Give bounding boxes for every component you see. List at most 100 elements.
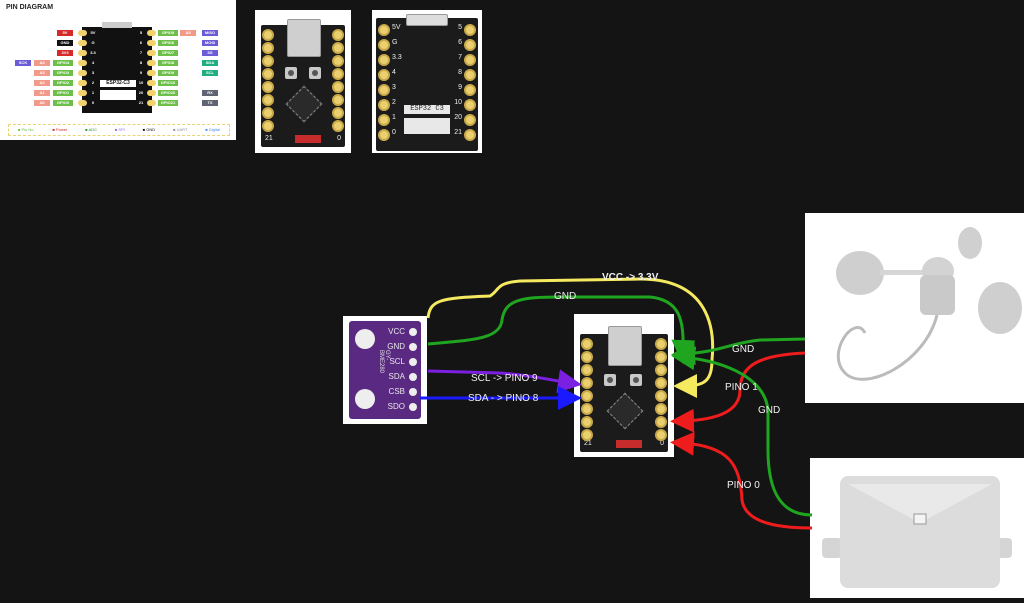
esp32-main-board: 21 0 <box>580 326 668 452</box>
rain-sensor-photo <box>810 458 1024 598</box>
wire-pino0 <box>670 431 813 530</box>
pin-pad <box>464 69 476 81</box>
pin-pad <box>581 338 593 350</box>
legend-item: ■ UART <box>173 127 188 132</box>
bme-pin-label: GND <box>387 342 405 351</box>
cup <box>978 282 1022 334</box>
pin-pad <box>581 429 593 441</box>
pin-pad <box>464 99 476 111</box>
boot-button <box>604 374 616 386</box>
pin-pad <box>262 68 274 80</box>
cup <box>836 251 884 295</box>
pin-tag: 5V <box>57 30 73 36</box>
pin-label: 10 <box>454 99 462 106</box>
bme-pin-pad <box>409 358 417 366</box>
pin-label-right: 0 <box>660 440 664 447</box>
pin-diagram-chip: ESP32-C3 <box>82 22 152 113</box>
pin-tag: GPIO2 <box>53 80 73 86</box>
mounting-hole <box>355 329 375 349</box>
pin-tag: GPIO4 <box>53 60 73 66</box>
enclosure-top <box>848 484 992 523</box>
pin-tag: GND <box>57 40 73 46</box>
pin-pad <box>78 40 87 46</box>
pin-diagram-title: PIN DIAGRAM <box>6 4 54 11</box>
bme-pin-pad <box>409 403 417 411</box>
pin-pad <box>262 81 274 93</box>
wire-scl <box>427 369 582 394</box>
board-front-photo: 21 0 <box>255 10 351 153</box>
pin-pad <box>464 39 476 51</box>
pin-pad <box>581 403 593 415</box>
wire-label-gnd-anemo: GND <box>732 344 755 355</box>
usb-c-port <box>608 326 642 366</box>
pin-tag: GPIO10 <box>158 80 178 86</box>
bme-pin-pad <box>409 388 417 396</box>
enclosure-body <box>840 476 1000 588</box>
pin-pad <box>378 129 390 141</box>
reset-button <box>630 374 642 386</box>
bme-pin-pad <box>409 343 417 351</box>
wire-vcc <box>426 277 715 398</box>
pin-tag: A1 <box>34 90 50 96</box>
pin-number: 4 <box>91 60 95 65</box>
reset-button <box>309 67 321 79</box>
pin-pad <box>78 30 87 36</box>
legend-item: ■ Power <box>52 127 68 132</box>
pin-label: 2 <box>392 99 396 106</box>
wire-label-gnd-rain: GND <box>758 405 781 416</box>
pin-pad <box>78 60 87 66</box>
pin-tag: GPIO7 <box>158 50 178 56</box>
pin-tag: GPIO3 <box>53 70 73 76</box>
pin-label: G <box>392 39 398 46</box>
pin-pad <box>581 416 593 428</box>
pin-pad <box>262 94 274 106</box>
cable <box>836 314 939 381</box>
pin-tag: GPIO6 <box>158 40 178 46</box>
bme-pin-label: VCC <box>388 327 405 336</box>
pin-pad <box>464 84 476 96</box>
pin-pad <box>378 114 390 126</box>
pin-pad <box>378 24 390 36</box>
pin-number: 8 <box>139 60 143 65</box>
pin-pad <box>655 429 667 441</box>
pin-pad <box>147 40 156 46</box>
pin-pad <box>378 54 390 66</box>
pin-pad <box>332 42 344 54</box>
bme-pin-pad <box>409 328 417 336</box>
legend-item: ■ GND <box>142 127 156 132</box>
wire-label-sda: SDA - > PINO 8 <box>468 393 539 404</box>
pin-label: 3.3 <box>392 54 402 61</box>
pin-tag: GPIO8 <box>158 60 178 66</box>
pin-pad <box>147 80 156 86</box>
pin-pad <box>581 390 593 402</box>
pin-tag: GPIO20 <box>158 90 178 96</box>
pin-pad <box>655 351 667 363</box>
pin-pad <box>332 68 344 80</box>
enclosure-sensor-icon <box>822 476 1012 588</box>
pin-pad <box>147 70 156 76</box>
pin-pad <box>78 90 87 96</box>
anemometer-photo <box>805 213 1024 403</box>
pin-pad <box>147 100 156 106</box>
led <box>295 135 321 143</box>
bme-pin-label: SDA <box>388 372 405 381</box>
pin-pad <box>655 403 667 415</box>
pin-label: 9 <box>458 84 462 91</box>
pin-tag: A0 <box>34 100 50 106</box>
pin-label: 6 <box>458 39 462 46</box>
pin-number: 6 <box>139 40 143 45</box>
pin-label: 21 <box>454 129 462 136</box>
pin-label-right: 0 <box>337 135 341 142</box>
cup <box>958 227 982 259</box>
pin-number: 9 <box>139 70 143 75</box>
pin-tag: A4 <box>34 60 50 66</box>
legend-item: ■ ADC <box>85 127 98 132</box>
usb-c-port <box>406 14 448 26</box>
pin-number: 3 <box>91 70 95 75</box>
pin-tag: SCL <box>202 70 218 76</box>
pin-pad <box>332 94 344 106</box>
pin-tag: A3 <box>34 70 50 76</box>
pin-tag: GPIO21 <box>158 100 178 106</box>
